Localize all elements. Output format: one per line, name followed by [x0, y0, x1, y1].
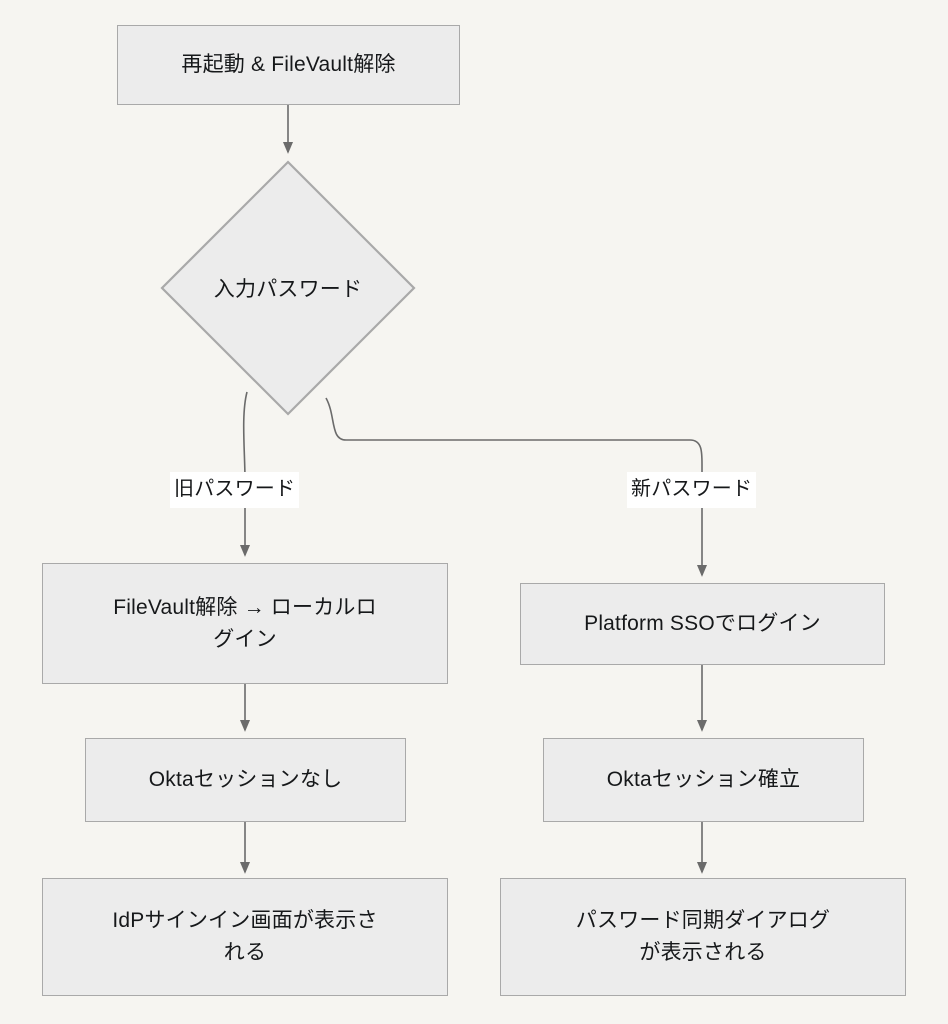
- node-session-ok[interactable]: Oktaセッション確立: [543, 738, 864, 822]
- node-no-session[interactable]: Oktaセッションなし: [85, 738, 406, 822]
- node-start-label: 再起動 & FileVault解除: [181, 53, 396, 77]
- node-idp-signin[interactable]: IdPサインイン画面が表示さ れる: [42, 878, 448, 996]
- node-no-session-label: Oktaセッションなし: [148, 768, 343, 792]
- node-decision[interactable]: 入力パスワード: [160, 160, 416, 416]
- edge-label-new-password: 新パスワード: [627, 472, 757, 508]
- edge-label-new-password-text: 新パスワード: [631, 478, 753, 500]
- node-session-ok-label: Oktaセッション確立: [606, 768, 801, 792]
- node-pw-sync[interactable]: パスワード同期ダイアログ が表示される: [500, 878, 906, 996]
- diamond-shape: [160, 160, 416, 416]
- node-start[interactable]: 再起動 & FileVault解除: [117, 25, 460, 105]
- node-new-sso[interactable]: Platform SSOでログイン: [520, 583, 885, 665]
- edge-label-old-password-text: 旧パスワード: [174, 478, 296, 500]
- node-idp-signin-label: IdPサインイン画面が表示さ れる: [112, 909, 378, 964]
- node-pw-sync-label: パスワード同期ダイアログ が表示される: [575, 909, 831, 964]
- edge-label-old-password: 旧パスワード: [170, 472, 300, 508]
- node-old-unlock-label: FileVault解除 → ローカルロ グイン: [113, 595, 377, 651]
- node-new-sso-label: Platform SSOでログイン: [584, 612, 821, 636]
- node-old-unlock[interactable]: FileVault解除 → ローカルロ グイン: [42, 563, 448, 684]
- node-decision-label: 入力パスワード: [213, 278, 363, 301]
